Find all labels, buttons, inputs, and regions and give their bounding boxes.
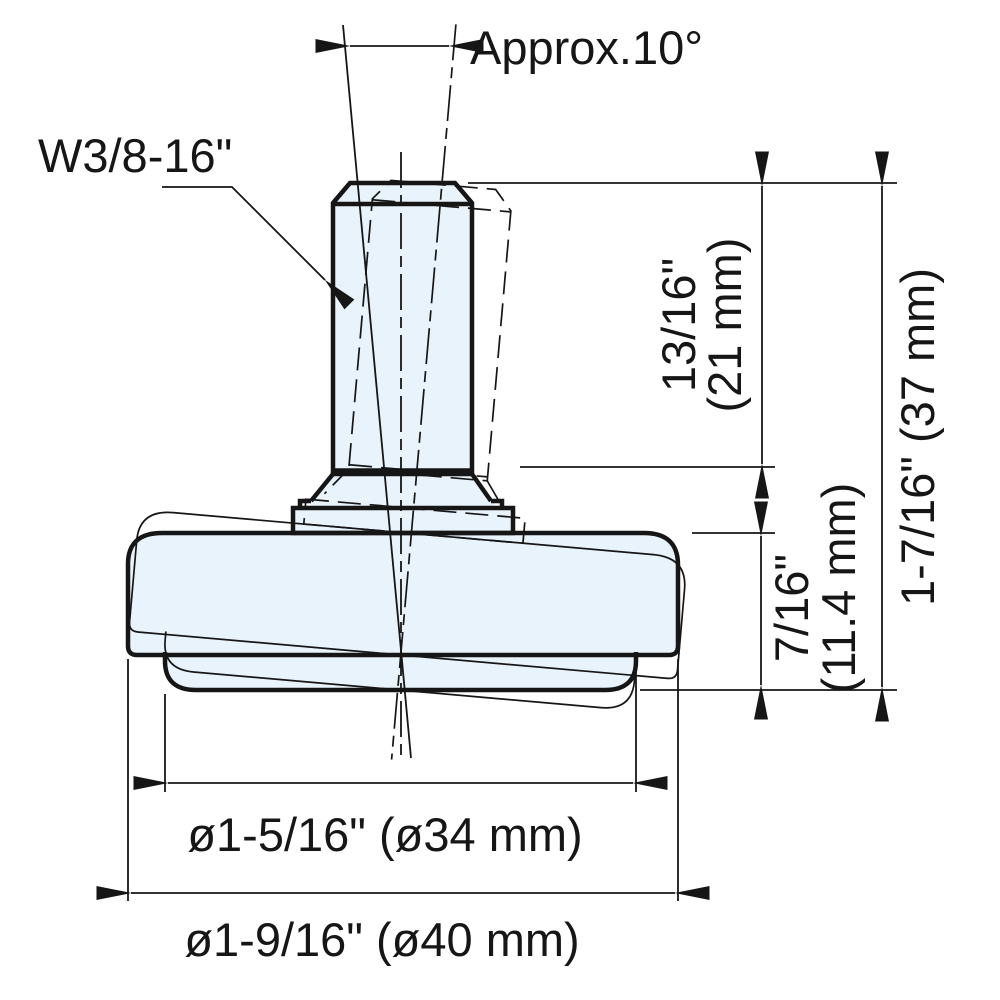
collar-outline — [290, 505, 516, 536]
stud-fill — [333, 183, 472, 474]
extension-lines — [127, 182, 897, 901]
base-height-inch-label: 7/16" — [765, 554, 818, 662]
collar-fill — [293, 508, 513, 533]
base-height-mm-label: (11.4 mm) — [812, 483, 865, 694]
thread-spec-label: W3/8-16" — [38, 129, 232, 182]
pad-diameter-label: ø1-5/16" (ø34 mm) — [187, 808, 582, 861]
phantom-centerline — [390, 24, 457, 760]
skirt-edges — [309, 472, 493, 503]
part-fills — [128, 183, 678, 690]
thread-leader-line — [162, 186, 355, 310]
overall-height-label: 1-7/16" (37 mm) — [891, 268, 944, 606]
skirt-fill — [308, 472, 497, 508]
collar-step-right — [491, 498, 505, 508]
base-fill — [128, 533, 678, 655]
stud-height-mm-label: (21 mm) — [698, 238, 751, 413]
swivel-angle-label: Approx.10° — [470, 21, 703, 74]
base-diameter-label: ø1-9/16" (ø40 mm) — [184, 913, 579, 966]
phantom-stud-outline — [347, 179, 512, 482]
foot-pad-outline — [162, 652, 639, 693]
collar-step-left — [297, 498, 311, 508]
labels: Approx.10° W3/8-16" 13/16" (21 mm) 7/16"… — [38, 21, 944, 966]
swivel-limit-line-left — [342, 24, 412, 759]
base-outline — [125, 530, 681, 658]
stud-height-inch-label: 13/16" — [652, 258, 705, 392]
part-outlines — [125, 180, 681, 693]
dimension-lines — [96, 39, 889, 900]
